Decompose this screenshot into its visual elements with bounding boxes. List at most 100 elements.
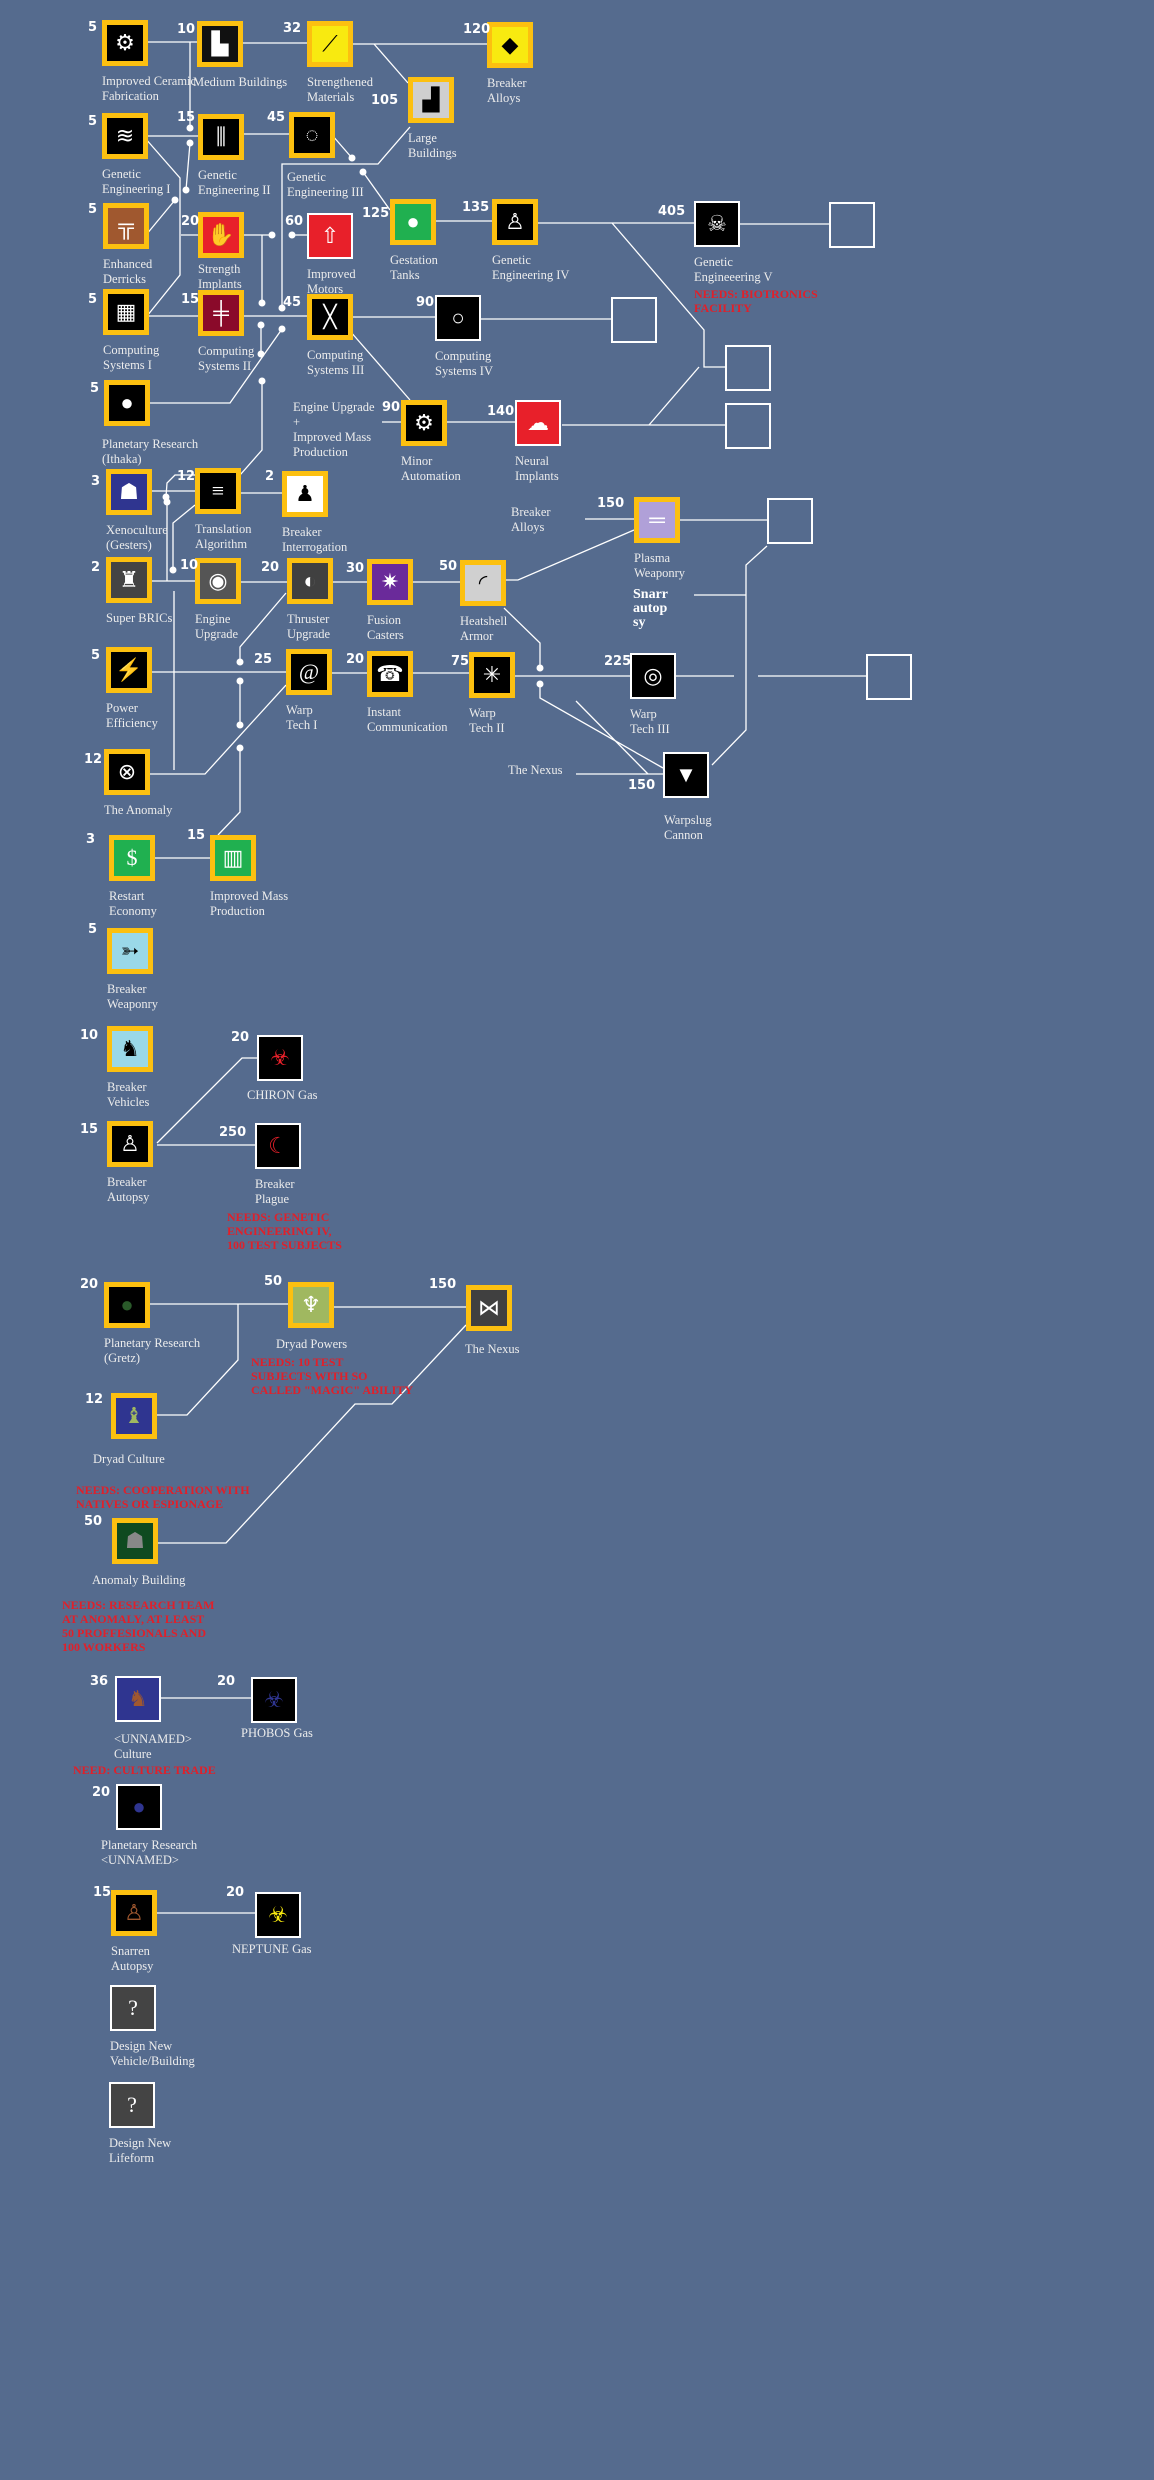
tech-node-fusion-casters[interactable]: ✷ [367,559,413,605]
empty-tech-slot[interactable] [829,202,875,248]
empty-tech-slot[interactable] [611,297,657,343]
tech-label[interactable]: PHOBOS Gas [241,1726,313,1740]
tech-node-engine-upgrade[interactable]: ◉ [195,558,241,604]
tech-label[interactable]: Genetic Engineeering V [694,255,773,284]
tech-label[interactable]: Heatshell Armor [460,614,508,643]
tech-label[interactable]: Translation Algorithm [195,522,252,551]
tech-label[interactable]: Warp Tech II [469,706,505,735]
tech-node-medium-buildings[interactable]: ▙ [197,21,243,67]
tech-node-gestation-tanks[interactable]: ● [390,199,436,245]
tech-label[interactable]: Breaker Plague [255,1177,295,1206]
tech-node-planetary-research-ithaka[interactable]: ● [104,380,150,426]
tech-label[interactable]: Breaker Weaponry [107,982,159,1011]
tech-node-breaker-interrogation[interactable]: ♟ [282,471,328,517]
tech-node-ceramic[interactable]: ⚙ [102,20,148,66]
tech-label[interactable]: Computing Systems III [307,348,365,377]
tech-node-planetary-research-gretz[interactable]: ● [104,1282,150,1328]
tech-node-xenoculture-gesters[interactable]: ☗ [106,469,152,515]
tech-label[interactable]: Minor Automation [401,454,461,483]
tech-node-heatshell-armor[interactable]: ◜ [460,560,506,606]
tech-label[interactable]: Breaker Autopsy [107,1175,150,1204]
tech-label[interactable]: Genetic Engineering III [287,170,364,199]
tech-label[interactable]: <UNNAMED> Culture [114,1732,192,1761]
tech-label[interactable]: Planetary Research (Ithaka) [102,437,199,466]
tech-label[interactable]: Thruster Upgrade [287,612,331,641]
tech-node-warp-tech-2[interactable]: ✳ [469,652,515,698]
tech-node-genetic-engineering-1[interactable]: ≋ [102,113,148,159]
tech-label[interactable]: Super BRICs [106,611,173,625]
tech-node-warp-tech-1[interactable]: @ [286,649,332,695]
tech-node-breaker-plague[interactable]: ☾ [255,1123,301,1169]
tech-node-breaker-alloys[interactable]: ◆ [487,22,533,68]
tech-node-genetic-engineering-5[interactable]: ☠ [694,201,740,247]
tech-node-strengthened-materials[interactable]: ⟋ [307,21,353,67]
tech-node-planetary-research-unnamed[interactable]: ● [116,1784,162,1830]
tech-label[interactable]: Design New Vehicle/Building [110,2039,195,2068]
tech-node-large-buildings[interactable]: ▟ [408,77,454,123]
tech-node-strength-implants[interactable]: ✋ [198,212,244,258]
tech-node-phobos-gas[interactable]: ☣ [251,1677,297,1723]
tech-label[interactable]: Breaker Interrogation [282,525,348,554]
tech-label[interactable]: NEPTUNE Gas [232,1942,312,1956]
tech-label[interactable]: Computing Systems II [198,344,255,373]
tech-node-genetic-engineering-3[interactable]: ◌ [289,112,335,158]
tech-node-computing-systems-2[interactable]: ╪ [198,290,244,336]
tech-label[interactable]: The Anomaly [104,803,173,817]
tech-label[interactable]: Restart Economy [109,889,157,918]
tech-node-minor-automation[interactable]: ⚙ [401,400,447,446]
tech-label[interactable]: Improved Mass Production [210,889,289,918]
tech-label[interactable]: Enhanced Derricks [103,257,153,286]
tech-node-improved-mass-production[interactable]: ▥ [210,835,256,881]
tech-label[interactable]: Xenoculture (Gesters) [106,523,168,552]
tech-label[interactable]: Genetic Engineering II [198,168,271,197]
tech-label[interactable]: Breaker Alloys [487,76,527,105]
tech-label[interactable]: CHIRON Gas [247,1088,318,1102]
tech-label[interactable]: Strengthened Materials [307,75,373,104]
tech-label[interactable]: Medium Buildings [193,75,288,89]
tech-node-warpslug-cannon[interactable]: ▼ [663,752,709,798]
empty-tech-slot[interactable] [725,345,771,391]
tech-node-the-anomaly[interactable]: ⊗ [104,749,150,795]
tech-label[interactable]: Warp Tech III [630,707,670,736]
tech-label[interactable]: Planetary Research (Gretz) [104,1336,201,1365]
tech-node-computing-systems-3[interactable]: ╳ [307,294,353,340]
tech-label[interactable]: Large Buildings [408,131,457,160]
tech-label[interactable]: The Nexus [465,1342,520,1356]
tech-node-plasma-weaponry[interactable]: ═ [634,497,680,543]
tech-label[interactable]: Power Efficiency [106,701,158,730]
tech-node-snarren-autopsy[interactable]: ♙ [111,1890,157,1936]
tech-label[interactable]: Instant Communication [367,705,448,734]
tech-label[interactable]: Genetic Engineering I [102,167,171,196]
tech-node-breaker-vehicles[interactable]: ♞ [107,1026,153,1072]
empty-tech-slot[interactable] [725,403,771,449]
tech-label[interactable]: Strength Implants [198,262,242,291]
tech-node-the-nexus[interactable]: ⋈ [466,1285,512,1331]
tech-node-translation-algorithm[interactable]: ≡ [195,468,241,514]
tech-node-neptune-gas[interactable]: ☣ [255,1892,301,1938]
tech-label[interactable]: Anomaly Building [92,1573,186,1587]
tech-node-improved-motors[interactable]: ⇧ [307,213,353,259]
tech-label[interactable]: Computing Systems IV [435,349,493,378]
tech-label[interactable]: Gestation Tanks [390,253,438,282]
tech-label[interactable]: Computing Systems I [103,343,160,372]
tech-node-unnamed-culture[interactable]: ♞ [115,1676,161,1722]
tech-node-enhanced-derricks[interactable]: ╦ [103,203,149,249]
tech-node-super-brics[interactable]: ♜ [106,557,152,603]
tech-node-dryad-culture[interactable]: ♝ [111,1393,157,1439]
tech-node-design-new-vehicle-building[interactable]: ? [110,1985,156,2031]
tech-node-design-new-lifeform[interactable]: ? [109,2082,155,2128]
tech-label[interactable]: Improved Motors [307,267,356,296]
tech-label[interactable]: Engine Upgrade [195,612,239,641]
tech-label[interactable]: Planetary Research <UNNAMED> [101,1838,198,1867]
tech-node-computing-systems-1[interactable]: ▦ [103,289,149,335]
empty-tech-slot[interactable] [767,498,813,544]
empty-tech-slot[interactable] [866,654,912,700]
tech-label[interactable]: Dryad Culture [93,1452,165,1466]
tech-node-genetic-engineering-2[interactable]: ⫼ [198,114,244,160]
tech-label[interactable]: Plasma Weaponry [634,551,686,580]
tech-label[interactable]: Breaker Vehicles [107,1080,150,1109]
tech-label[interactable]: Improved Ceramic Fabrication [102,74,197,103]
tech-node-restart-economy[interactable]: $ [109,835,155,881]
tech-node-chiron-gas[interactable]: ☣ [257,1035,303,1081]
tech-node-breaker-weaponry[interactable]: ➳ [107,928,153,974]
